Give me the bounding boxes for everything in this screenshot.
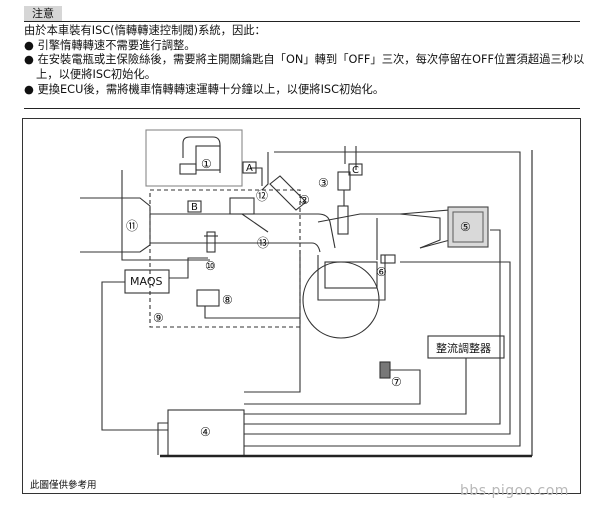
callout-8: ⑧ bbox=[222, 293, 233, 307]
sensor-6-icon bbox=[380, 254, 396, 264]
cat-5-box bbox=[447, 206, 489, 248]
callout-3: ③ bbox=[318, 176, 329, 190]
notes-block: 由於本車裝有ISC(惰轉轉速控制閥)系統，因此： ● 引擎惰轉轉速不需要進行調整… bbox=[24, 24, 589, 98]
sensor-8-icon bbox=[196, 289, 220, 307]
mid-rule bbox=[24, 108, 580, 109]
callout-7: ⑦ bbox=[391, 375, 402, 389]
injector-icon bbox=[269, 175, 307, 211]
regulator-label: 整流調整器 bbox=[436, 341, 491, 355]
note-bullet-1: ● 引擎惰轉轉速不需要進行調整。 bbox=[24, 38, 196, 52]
label-c: C bbox=[352, 165, 359, 176]
maqs-label: MAQS bbox=[130, 275, 162, 288]
sensor-10-icon bbox=[206, 231, 216, 253]
watermark: bbs.pigoo.com bbox=[460, 483, 569, 499]
callout-9: ⑨ bbox=[153, 311, 164, 325]
label-b: B bbox=[191, 202, 198, 213]
callout-5: ⑤ bbox=[460, 220, 471, 234]
diagram-caption: 此圖僅供參考用 bbox=[30, 480, 97, 491]
fuel-pump-icon bbox=[179, 163, 197, 175]
label-a: A bbox=[246, 163, 253, 174]
note-tag: 注意 bbox=[24, 6, 62, 22]
spark-plug-icon bbox=[337, 205, 349, 235]
top-rule bbox=[24, 21, 580, 22]
component-box-1 bbox=[145, 129, 243, 187]
label-b-box bbox=[187, 200, 202, 213]
note-bullet-3: ● 更換ECU後，需將機車惰轉轉速運轉十分鐘以上，以便將ISC初始化。 bbox=[24, 82, 385, 96]
crankcase-icon bbox=[302, 261, 380, 339]
piston-icon bbox=[324, 261, 378, 289]
callout-10: ⑩ bbox=[205, 259, 216, 273]
callout-13: ⑬ bbox=[257, 236, 269, 250]
cylinder-head bbox=[317, 213, 441, 249]
fuel-pipe-icon bbox=[182, 136, 221, 173]
callout-4: ④ bbox=[200, 425, 211, 439]
callout-6: ⑥ bbox=[376, 265, 387, 279]
cylinder bbox=[317, 255, 386, 301]
callout-2: ② bbox=[299, 193, 310, 207]
note-bullet-2: ● 在安裝電瓶或主保險絲後，需要將主開關鑰匙自「ON」轉到「OFF」三次，每次停… bbox=[24, 53, 585, 82]
diagram-frame bbox=[22, 118, 581, 494]
notes-intro: 由於本車裝有ISC(惰轉轉速控制閥)系統，因此： bbox=[24, 24, 266, 37]
isc-valve-icon bbox=[229, 197, 255, 215]
callout-1: ① bbox=[201, 157, 212, 171]
ignition-coil-icon bbox=[337, 171, 351, 191]
fuel-tank-icon bbox=[195, 145, 221, 171]
callout-11: ⑪ bbox=[126, 219, 138, 233]
callout-12: ⑫ bbox=[256, 189, 268, 203]
sensor-7-icon bbox=[379, 361, 391, 379]
airbox bbox=[80, 197, 151, 253]
